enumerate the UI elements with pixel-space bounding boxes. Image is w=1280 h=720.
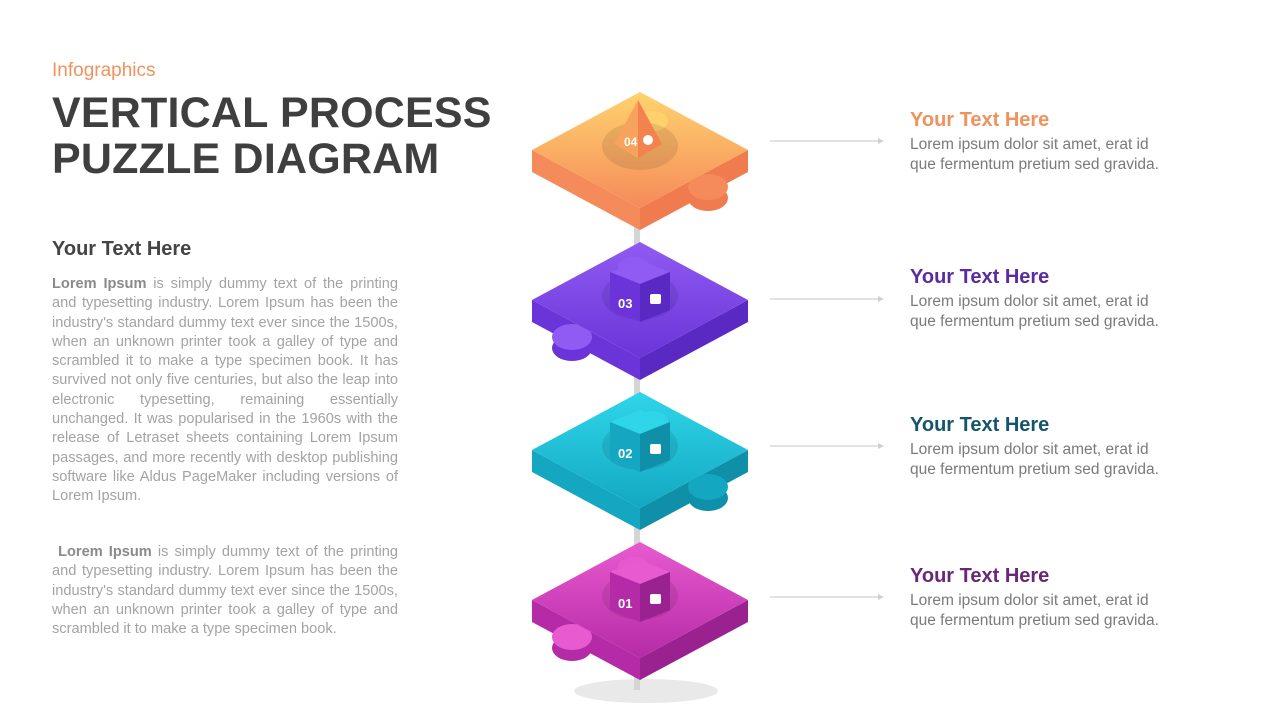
paragraph-lead: Lorem Ipsum: [52, 276, 147, 292]
step-title: Your Text Here: [910, 414, 1050, 436]
body-paragraph-2: Lorem Ipsum is simply dummy text of the …: [52, 543, 398, 639]
piece-tab: [688, 174, 728, 200]
pie-chart-icon: [643, 135, 653, 145]
puzzle-piece-03: 03: [532, 242, 748, 380]
pointer-arrow-head: [878, 296, 884, 302]
piece-number: 01: [618, 596, 632, 611]
cube-face-left: [610, 422, 640, 472]
body-paragraph-1: Lorem Ipsum is simply dummy text of the …: [52, 275, 398, 507]
pointer-arrow-head: [878, 594, 884, 600]
step-title: Your Text Here: [910, 109, 1050, 131]
cube-face-left: [610, 272, 640, 322]
paragraph-body: is simply dummy text of the printing and…: [52, 544, 398, 638]
left-heading: Your Text Here: [52, 238, 192, 260]
step-description-line: Lorem ipsum dolor sit amet, erat id: [910, 293, 1149, 310]
step-description-line: que fermentum pretium sed gravida.: [910, 312, 1159, 330]
piece-side-right: [640, 600, 748, 680]
puzzle-piece-01: 01: [532, 542, 748, 680]
step-title: Your Text Here: [910, 266, 1050, 288]
shopping-bag-icon: [650, 594, 661, 604]
pyramid-face-right: [638, 100, 662, 158]
piece-number: 02: [618, 446, 632, 461]
puzzle-piece-02: 02: [532, 392, 748, 530]
step-title: Your Text Here: [910, 565, 1050, 587]
paragraph-lead: Lorem Ipsum: [58, 544, 152, 560]
pyramid-face-left: [614, 100, 638, 158]
connector-rod: [634, 372, 640, 410]
paragraph-body: is simply dummy text of the printing and…: [52, 276, 398, 505]
piece-number: 04: [624, 135, 638, 149]
connector-rod: [634, 668, 640, 690]
piece-side-left: [532, 150, 640, 230]
slide-title: VERTICAL PROCESS PUZZLE DIAGRAM: [52, 90, 492, 182]
piece-tab: [688, 474, 728, 500]
ground-shadow: [574, 679, 718, 703]
step-description-line: Lorem ipsum dolor sit amet, erat id: [910, 441, 1149, 458]
step-description-line: Lorem ipsum dolor sit amet, erat id: [910, 592, 1149, 609]
piece-tab: [552, 624, 592, 650]
piece-number: 03: [618, 296, 632, 311]
slide-title-line-2: PUZZLE DIAGRAM: [52, 135, 440, 183]
step-description: Lorem ipsum dolor sit amet, erat id que f…: [910, 440, 1240, 479]
piece-side-left: [532, 450, 640, 530]
step-description: Lorem ipsum dolor sit amet, erat id que f…: [910, 135, 1240, 174]
wallet-icon: [650, 294, 661, 304]
step-description: Lorem ipsum dolor sit amet, erat id que f…: [910, 591, 1240, 630]
piece-side-right: [640, 300, 748, 380]
slide-subtitle: Infographics: [52, 60, 156, 81]
step-description: Lorem ipsum dolor sit amet, erat id que f…: [910, 292, 1240, 331]
connector-rod: [634, 520, 640, 566]
piece-tab: [552, 324, 592, 350]
step-description-line: Lorem ipsum dolor sit amet, erat id: [910, 136, 1149, 153]
puzzle-piece-04: 04: [532, 92, 748, 230]
step-description-line: que fermentum pretium sed gravida.: [910, 611, 1159, 629]
cube-face-left: [610, 572, 640, 622]
connector-rod: [634, 218, 640, 262]
slide-title-line-1: VERTICAL PROCESS: [52, 89, 492, 137]
pointer-arrow-head: [878, 443, 884, 449]
step-description-line: que fermentum pretium sed gravida.: [910, 460, 1159, 478]
pointer-arrow-head: [878, 138, 884, 144]
money-bag-icon: [650, 444, 661, 454]
step-description-line: que fermentum pretium sed gravida.: [910, 155, 1159, 173]
